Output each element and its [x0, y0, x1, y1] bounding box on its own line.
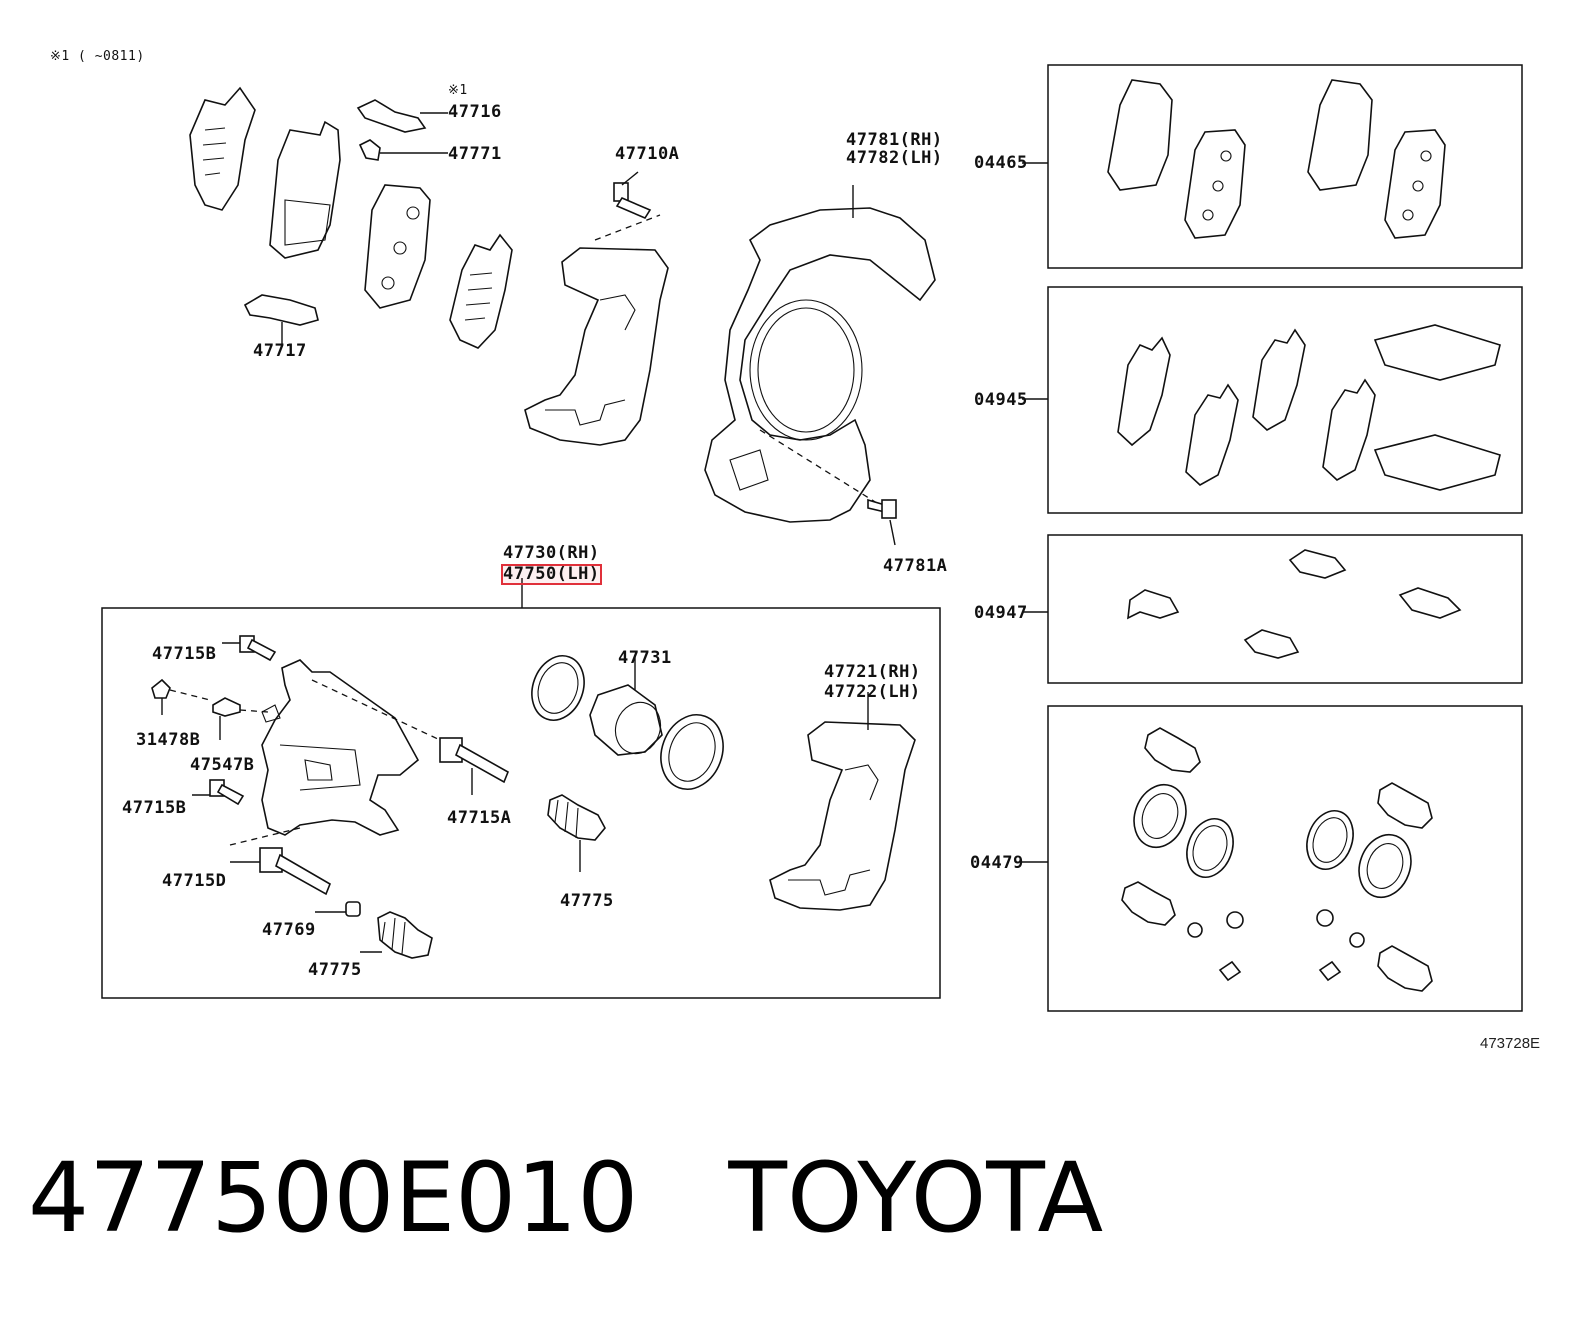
label-47771[interactable]: 47771 [448, 144, 502, 164]
label-47750-lh-highlighted[interactable]: 47750(LH) [501, 564, 602, 585]
label-47775-bottom[interactable]: 47775 [308, 960, 362, 980]
kit-box-04465 [1047, 64, 1523, 269]
bolt-47710A [613, 171, 652, 220]
label-47547B[interactable]: 47547B [190, 755, 255, 775]
label-47769[interactable]: 47769 [262, 920, 316, 940]
bolt-47715B-top [222, 635, 277, 662]
label-47717[interactable]: 47717 [253, 341, 307, 361]
caliper-assembly-box [101, 607, 941, 999]
mark-note-1: ※1 [448, 83, 468, 98]
label-47731[interactable]: 47731 [618, 648, 672, 668]
kit-box-04947 [1047, 534, 1523, 684]
bleeder-cap-31478B [151, 678, 171, 715]
kit-code-04465[interactable]: 04465 [974, 153, 1028, 173]
anti-squeal-shim-inner [449, 233, 513, 349]
label-47775-mid[interactable]: 47775 [560, 891, 614, 911]
label-47782-lh[interactable]: 47782(LH) [846, 148, 943, 168]
label-47730-rh[interactable]: 47730(RH) [503, 543, 600, 563]
kit-code-04947[interactable]: 04947 [974, 603, 1028, 623]
torque-plate [524, 247, 669, 446]
header-note: ※1 ( ~0811) [50, 49, 145, 64]
kit-code-04945[interactable]: 04945 [974, 390, 1028, 410]
caliper-mounting-bracket [769, 721, 916, 911]
bolt-47781A [867, 498, 897, 546]
brand-name: TOYOTA [728, 1142, 1104, 1254]
kit-04945-shims [1117, 324, 1501, 491]
brake-pad-outer [269, 120, 341, 259]
diagram-reference-number: 473728E [1480, 1035, 1541, 1052]
kit-box-04479 [1047, 705, 1523, 1012]
clip-47717 [243, 294, 319, 345]
bolt-47715B-mid [192, 779, 245, 806]
disc-brake-dust-cover [704, 207, 936, 523]
bleeder-plug-47547B [212, 697, 241, 740]
brake-pad-inner [364, 184, 431, 309]
caliper-cylinder [261, 659, 420, 836]
kit-04947-clips [1127, 549, 1462, 659]
clip-47771 [358, 139, 448, 161]
label-47715B-mid[interactable]: 47715B [122, 798, 187, 818]
kit-code-04479[interactable]: 04479 [970, 853, 1024, 873]
label-47721-rh[interactable]: 47721(RH) [824, 662, 921, 682]
clip-47716 [356, 99, 448, 133]
piston-seal-47731 [531, 655, 585, 721]
part-number: 477500E010 [28, 1142, 639, 1254]
label-47781A[interactable]: 47781A [883, 556, 948, 576]
kit-04479-seals-boots [1121, 727, 1433, 992]
label-47715A[interactable]: 47715A [447, 808, 512, 828]
bushing-47769 [315, 901, 361, 917]
boot-47775-bottom [360, 911, 433, 959]
label-47722-lh[interactable]: 47722(LH) [824, 682, 921, 702]
label-47715D[interactable]: 47715D [162, 871, 227, 891]
slide-pin-47715A [439, 737, 510, 795]
piston [589, 684, 663, 756]
anti-squeal-shim-outer [189, 86, 256, 211]
label-47716[interactable]: 47716 [448, 102, 502, 122]
cylinder-boot [660, 714, 724, 790]
label-47781-rh[interactable]: 47781(RH) [846, 130, 943, 150]
label-47710A[interactable]: 47710A [615, 144, 680, 164]
kit-box-04945 [1047, 286, 1523, 514]
kit-04465-pads [1107, 79, 1446, 239]
slide-pin-47715D [230, 847, 331, 896]
label-31478B[interactable]: 31478B [136, 730, 201, 750]
label-47715B-top[interactable]: 47715B [152, 644, 217, 664]
boot-47775-mid [547, 794, 606, 872]
